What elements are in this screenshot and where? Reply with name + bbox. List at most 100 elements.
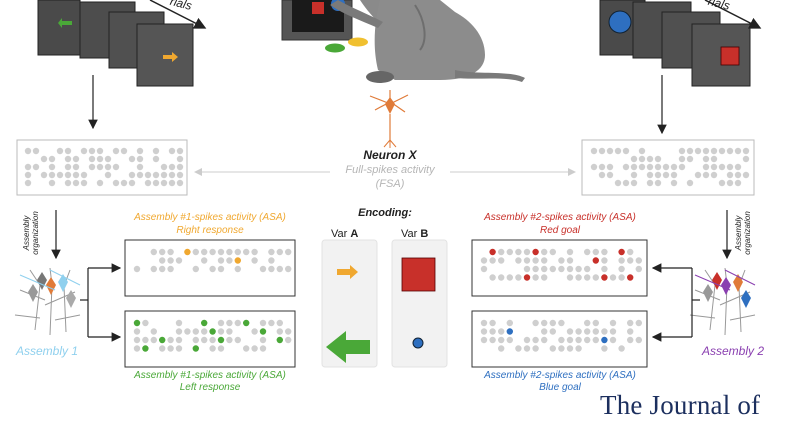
spike-dot xyxy=(506,319,513,327)
spike-dot xyxy=(226,319,233,327)
spike-dot xyxy=(532,336,539,344)
journal-title: The Journal of xyxy=(600,390,761,420)
spike-dot xyxy=(584,319,591,327)
spike-dot xyxy=(152,147,160,155)
spike-dot xyxy=(268,319,275,327)
asa-top-left-subtitle: Right response xyxy=(176,225,244,236)
spike-dot xyxy=(201,336,208,344)
spike-dot xyxy=(515,257,522,264)
spike-dot xyxy=(259,319,267,327)
var-b-blue-circle-icon xyxy=(412,337,424,349)
spike-dot xyxy=(104,163,112,171)
spike-dot xyxy=(584,248,591,256)
neuron-x-icon xyxy=(369,90,409,148)
spike-dot xyxy=(276,328,283,335)
spike-dot xyxy=(217,248,225,256)
spike-dot xyxy=(654,163,662,171)
spike-dot xyxy=(234,257,241,264)
orange-arrow-right-icon xyxy=(163,52,178,62)
spike-dot xyxy=(618,274,625,281)
spike-dot xyxy=(480,336,488,344)
spike-dot xyxy=(638,155,646,163)
spike-dot xyxy=(104,155,112,163)
spike-dot xyxy=(64,147,72,155)
spike-dot xyxy=(523,345,531,352)
spike-dot xyxy=(726,171,734,179)
spike-dot xyxy=(646,155,654,163)
spike-dot xyxy=(175,336,183,344)
spike-dot xyxy=(592,328,599,335)
spike-dot xyxy=(160,163,168,171)
spike-dot xyxy=(601,336,608,344)
spike-dot xyxy=(112,179,120,187)
spike-dot xyxy=(515,274,522,281)
spike-dot xyxy=(142,345,149,352)
spike-dot xyxy=(152,155,160,163)
spike-dot xyxy=(541,274,548,281)
spike-dot xyxy=(96,163,104,171)
spike-dot xyxy=(136,163,144,171)
spike-dot xyxy=(133,345,141,352)
spike-dot xyxy=(24,163,32,171)
spike-dot xyxy=(159,336,166,344)
assembly-1-branch-arrows xyxy=(80,263,122,342)
spike-dot xyxy=(144,179,152,187)
spike-dot xyxy=(489,319,496,327)
spike-dot xyxy=(176,163,184,171)
spike-dot xyxy=(627,328,634,335)
spike-dot xyxy=(566,336,574,344)
spike-dot xyxy=(618,265,625,273)
spike-dot xyxy=(285,265,292,273)
spike-dot xyxy=(627,336,634,344)
spike-dot xyxy=(630,163,638,171)
spike-dot xyxy=(523,257,531,264)
spike-dot xyxy=(243,319,250,327)
spike-dot xyxy=(259,265,267,273)
spike-dot xyxy=(133,336,141,344)
right-assembly-organization-label: Assembly organization xyxy=(734,211,752,255)
spike-dot xyxy=(128,155,136,163)
spike-dot xyxy=(702,147,710,155)
spike-dot xyxy=(592,248,599,256)
spike-dot xyxy=(541,265,548,273)
asa-top-right-subtitle: Red goal xyxy=(539,225,581,236)
spike-dot xyxy=(506,328,513,335)
spike-dot xyxy=(72,179,80,187)
spike-dot xyxy=(694,171,702,179)
spike-dot xyxy=(622,147,630,155)
spike-dot xyxy=(152,171,160,179)
spike-dot xyxy=(142,319,149,327)
spike-dot xyxy=(152,179,160,187)
spike-dot xyxy=(498,248,505,256)
spike-dot xyxy=(558,336,565,344)
spike-dot xyxy=(523,248,531,256)
spike-dot xyxy=(592,319,599,327)
spike-dot xyxy=(662,171,670,179)
spike-dot xyxy=(133,328,141,335)
spike-dot xyxy=(601,345,608,352)
spike-dot xyxy=(498,345,505,352)
spike-dot xyxy=(506,248,513,256)
spike-dot xyxy=(670,179,678,187)
spike-dot xyxy=(480,319,488,327)
spike-dot xyxy=(592,274,599,281)
spike-dot xyxy=(601,265,608,273)
spike-dot xyxy=(159,257,166,264)
spike-dot xyxy=(489,274,496,281)
spike-dot xyxy=(159,248,166,256)
spike-dot xyxy=(498,336,505,344)
spike-dot xyxy=(575,328,582,335)
spike-dot xyxy=(201,328,208,335)
spike-dot xyxy=(234,336,241,344)
spike-dot xyxy=(276,336,283,344)
spike-dot xyxy=(136,171,144,179)
spike-dot xyxy=(32,147,40,155)
spike-dot xyxy=(168,179,176,187)
spike-dot xyxy=(489,257,496,264)
asa-bottom-right-title: Assembly #2-spikes activity (ASA) xyxy=(484,370,636,381)
spike-dot xyxy=(549,328,556,335)
green-arrow-left-icon xyxy=(58,18,72,28)
spike-dot xyxy=(150,248,157,256)
spike-dot xyxy=(56,147,64,155)
spike-dot xyxy=(167,345,174,352)
